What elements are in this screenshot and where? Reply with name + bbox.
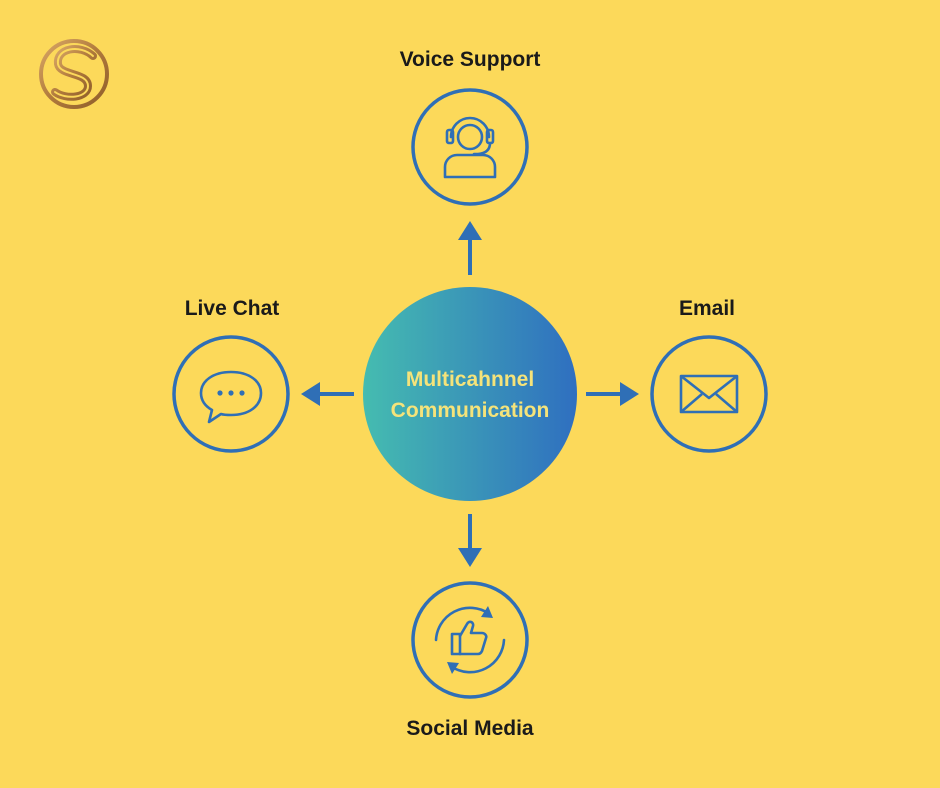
headset-agent-icon [443,116,497,179]
arrow-down [458,514,482,567]
social-media-node [411,581,529,699]
center-title-line1: Multicahnnel [405,368,535,391]
logo-icon [39,39,109,109]
social-media-label: Social Media [406,717,534,740]
live-chat-label: Live Chat [184,297,280,320]
social-like-icon [434,606,506,674]
arrow-right [586,382,639,406]
center-hub [363,287,577,501]
email-node [650,335,768,453]
envelope-icon [679,374,739,414]
voice-support-node [411,88,529,206]
voice-support-label: Voice Support [399,48,541,71]
live-chat-node [172,335,290,453]
center-title: Multicahnnel Communication [355,364,585,426]
center-title-line2: Communication [390,399,550,422]
chat-bubble-icon [199,370,263,424]
arrow-left [301,382,354,406]
email-label: Email [678,297,736,320]
arrow-up [458,221,482,275]
